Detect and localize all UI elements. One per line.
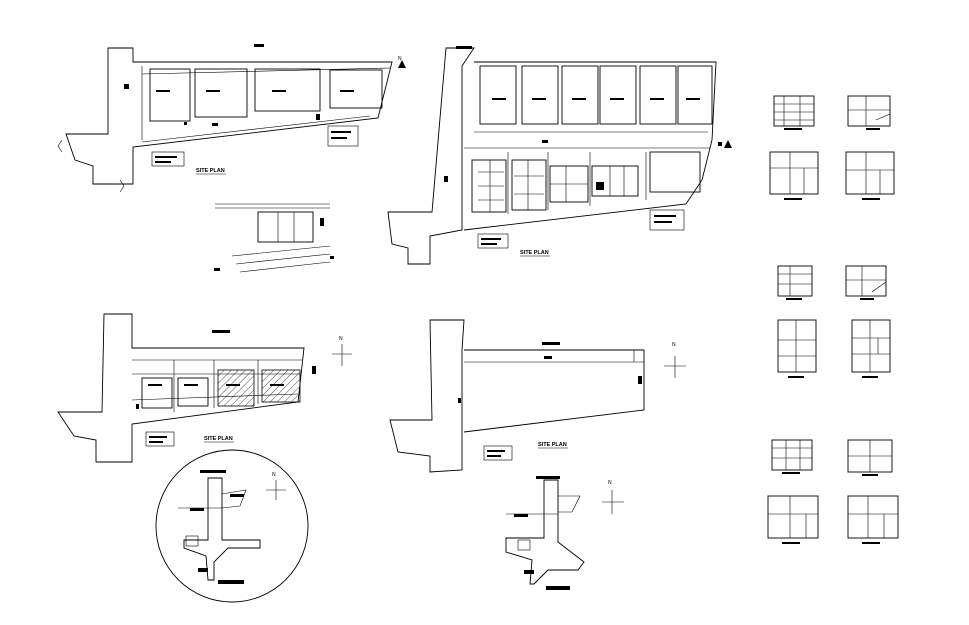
floor-plan <box>767 495 819 544</box>
floor-plan <box>851 319 891 378</box>
plot-marks <box>458 342 642 403</box>
site-plan-label: SITE PLAN <box>204 436 233 442</box>
house-type-2 <box>777 265 891 378</box>
north-arrow: N <box>664 342 686 378</box>
site-plan-3: SITE PLAN N N <box>57 313 352 603</box>
north-label: N <box>608 480 612 486</box>
legend-box <box>483 445 513 461</box>
section <box>845 265 887 300</box>
floor-plan <box>845 151 895 200</box>
north-label: N <box>272 472 276 478</box>
house-type-1 <box>769 95 895 200</box>
north-label: N <box>398 56 402 62</box>
elevation <box>773 95 815 130</box>
house-type-3 <box>767 439 899 544</box>
plot-marks <box>124 44 354 126</box>
site-plan-label: SITE PLAN <box>196 168 225 174</box>
plot-marks <box>136 330 316 409</box>
section <box>847 439 893 476</box>
north-arrow: N <box>398 56 406 68</box>
legend-box <box>151 125 359 167</box>
floor-plan <box>777 319 817 378</box>
north-label: N <box>672 342 676 348</box>
site-plan-label: SITE PLAN <box>520 250 549 256</box>
legend-box <box>145 431 175 447</box>
building-block <box>471 65 713 213</box>
plot-marks <box>444 46 722 190</box>
site-plan-2: SITE PLAN <box>387 46 732 265</box>
site-plan-1: SITE PLAN N <box>57 44 406 193</box>
location-circle: N <box>155 449 309 603</box>
north-label: N <box>339 336 343 342</box>
floor-plan <box>847 495 899 544</box>
site-plan-4: SITE PLAN N N <box>389 319 686 590</box>
legend-box <box>477 209 685 249</box>
section <box>847 95 891 130</box>
elevation <box>771 439 813 474</box>
elevation <box>777 265 813 300</box>
floor-plan <box>769 151 819 200</box>
north-arrow: N <box>332 336 352 366</box>
location-diagram: N <box>505 476 624 590</box>
key-plan <box>214 203 334 273</box>
building-block <box>141 369 301 409</box>
building-block <box>149 68 383 122</box>
site-plan-label: SITE PLAN <box>538 442 567 448</box>
north-arrow <box>724 140 732 148</box>
